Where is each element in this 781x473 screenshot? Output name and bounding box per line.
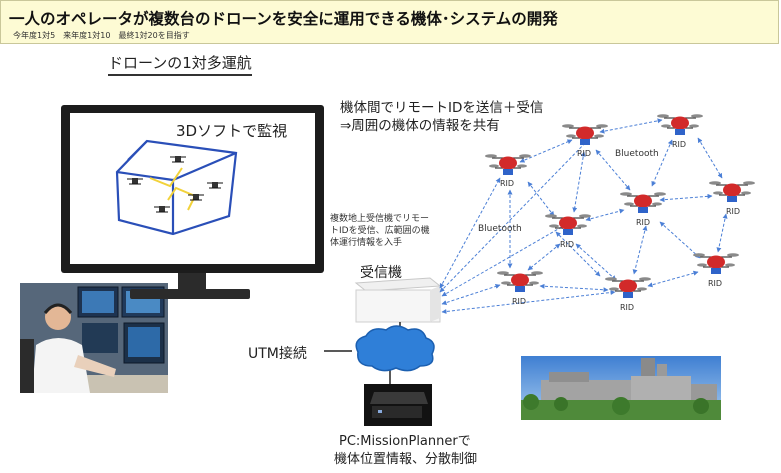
pc-caption-line2: 機体位置情報、分散制御 bbox=[334, 452, 478, 467]
utm-label: UTM接続 bbox=[248, 346, 307, 362]
mesh-caption-line1: 機体間でリモートIDを送信＋受信 bbox=[340, 100, 544, 116]
rid-label: RID bbox=[726, 207, 741, 216]
receiver-note-line3: 体運行情報を入手 bbox=[330, 238, 403, 248]
monitor bbox=[61, 105, 324, 299]
rid-label: RID bbox=[500, 179, 515, 188]
rid-label: RID bbox=[560, 240, 575, 249]
plant-photo bbox=[521, 356, 721, 420]
rid-label: RID bbox=[512, 297, 527, 306]
header-banner: 一人のオペレータが複数台のドローンを安全に運用できる機体･システムの開発 今年度… bbox=[0, 0, 779, 44]
monitor-label: 3Dソフトで監視 bbox=[176, 122, 288, 140]
page-title: 一人のオペレータが複数台のドローンを安全に運用できる機体･システムの開発 bbox=[9, 10, 558, 28]
mesh-caption-line2: ⇒周囲の機体の情報を共有 bbox=[340, 118, 500, 134]
utm-cloud bbox=[355, 325, 435, 372]
receiver-note-line2: トIDを受信、広範囲の機 bbox=[330, 226, 430, 236]
receiver-box bbox=[354, 277, 442, 323]
pc-box bbox=[364, 384, 432, 426]
rid-label: RID bbox=[708, 279, 723, 288]
operator-photo bbox=[20, 283, 168, 393]
rid-label: RID bbox=[577, 149, 592, 158]
section-title: ドローンの1対多運航 bbox=[108, 52, 252, 76]
receiver-label: 受信機 bbox=[360, 265, 402, 281]
bluetooth-label: Bluetooth bbox=[478, 224, 522, 234]
receiver-note-line1: 複数地上受信機でリモー bbox=[330, 214, 430, 224]
page-subtitle: 今年度1対5 来年度1対10 最終1対20を目指す bbox=[13, 31, 190, 40]
rid-label: RID bbox=[620, 303, 635, 312]
rid-label: RID bbox=[636, 218, 651, 227]
rid-label: RID bbox=[672, 140, 687, 149]
bluetooth-label: Bluetooth bbox=[615, 149, 659, 159]
pc-caption-line1: PC:MissionPlannerで bbox=[339, 434, 471, 449]
